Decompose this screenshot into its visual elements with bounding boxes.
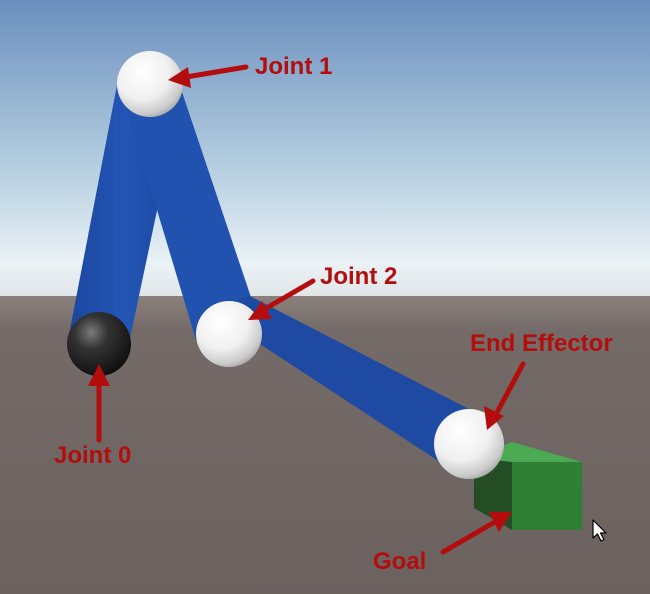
label-goal: Goal — [373, 548, 426, 575]
label-joint-0: Joint 0 — [54, 442, 131, 469]
label-end-effector: End Effector — [470, 330, 613, 357]
arrowhead-goal — [489, 512, 512, 532]
link-2 — [205, 296, 490, 466]
label-joint-1: Joint 1 — [255, 53, 332, 80]
arrowhead-joint-1 — [168, 67, 191, 88]
arrowhead-joint-0 — [88, 364, 110, 386]
arrow-end-effector — [491, 361, 526, 421]
arrowhead-joint-2 — [248, 301, 272, 320]
joint-0-sphere[interactable] — [67, 312, 131, 376]
arm-links — [68, 80, 490, 466]
arrow-joint-1 — [177, 64, 249, 81]
annotation-arrows — [88, 64, 526, 555]
mouse-cursor-icon — [592, 519, 607, 542]
link-1 — [118, 80, 262, 340]
label-joint-2: Joint 2 — [320, 263, 397, 290]
arrowhead-end-effector — [484, 406, 504, 430]
arrow-joint-2 — [255, 278, 316, 316]
joint-1-sphere[interactable] — [117, 51, 183, 117]
arrow-goal — [440, 516, 503, 555]
end-effector-sphere[interactable] — [434, 409, 504, 479]
joint-2-sphere[interactable] — [196, 301, 262, 367]
